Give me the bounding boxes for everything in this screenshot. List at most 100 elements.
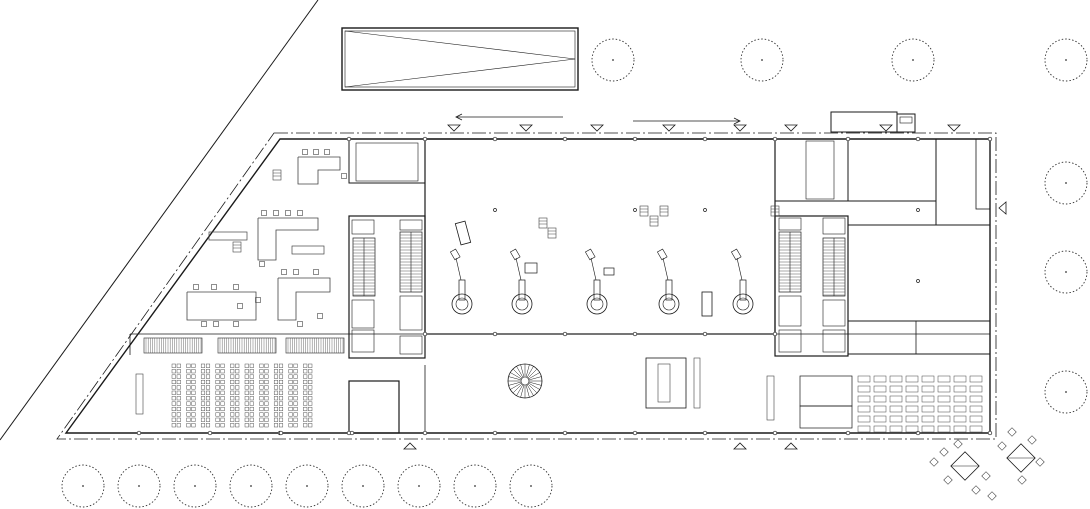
column xyxy=(207,430,213,436)
storage-rack xyxy=(143,337,203,354)
seat xyxy=(264,412,269,417)
seat xyxy=(191,385,196,390)
chair xyxy=(313,269,319,275)
lectern xyxy=(135,373,144,415)
desk-seat xyxy=(873,425,887,433)
seat xyxy=(288,417,293,422)
desk-seat xyxy=(921,415,935,423)
seat xyxy=(244,423,249,428)
column xyxy=(772,331,778,337)
seat xyxy=(303,396,308,401)
seat xyxy=(249,390,254,395)
seat xyxy=(171,406,176,412)
chair xyxy=(324,149,330,155)
seat xyxy=(230,390,235,395)
seat xyxy=(220,390,225,395)
seat xyxy=(191,379,196,385)
stool xyxy=(971,485,981,495)
entrance-marker-icon xyxy=(998,201,1007,215)
entrance-marker-icon xyxy=(784,442,798,450)
picnic-table xyxy=(950,451,980,481)
chair xyxy=(302,149,308,155)
core-room xyxy=(351,299,375,329)
column xyxy=(136,430,142,436)
column xyxy=(633,208,637,212)
production-hall xyxy=(424,138,776,335)
seat xyxy=(215,412,220,417)
seat xyxy=(176,374,181,379)
seat xyxy=(278,379,284,385)
seat xyxy=(215,396,220,401)
seat xyxy=(288,379,293,385)
equipment xyxy=(547,227,557,239)
chair xyxy=(261,210,267,216)
seat xyxy=(293,396,298,401)
desk-seat xyxy=(873,395,887,403)
seat xyxy=(176,406,181,412)
seat xyxy=(186,374,191,379)
entrance-marker-icon xyxy=(590,124,604,132)
seat xyxy=(249,379,254,385)
seat xyxy=(230,374,235,379)
seat xyxy=(171,396,176,401)
seat xyxy=(200,401,206,406)
classroom-table xyxy=(799,375,853,407)
seat xyxy=(273,401,279,406)
column xyxy=(562,136,568,142)
core-room xyxy=(822,329,846,353)
seat xyxy=(259,385,264,390)
seat xyxy=(186,363,191,368)
tree-icon xyxy=(173,464,217,508)
seat xyxy=(176,423,181,428)
seat xyxy=(273,385,279,390)
seat xyxy=(308,363,313,368)
desk-seat xyxy=(873,415,887,423)
stair-flight xyxy=(778,231,802,293)
seat xyxy=(288,396,293,401)
seat xyxy=(264,374,269,379)
chair xyxy=(255,297,261,303)
desk-seat xyxy=(921,385,935,393)
seat xyxy=(171,374,176,379)
column xyxy=(349,430,355,436)
desk-seat xyxy=(953,395,967,403)
seat xyxy=(186,401,191,406)
seat xyxy=(303,412,308,417)
furniture xyxy=(135,149,1045,501)
column xyxy=(772,136,778,142)
stairs xyxy=(351,217,846,355)
classroom-table xyxy=(799,405,853,429)
seat xyxy=(235,385,240,390)
seat xyxy=(171,401,176,406)
core-room xyxy=(399,219,423,231)
seat xyxy=(244,417,249,422)
room-east-main xyxy=(847,224,991,322)
tree-icon xyxy=(1044,370,1088,414)
bench xyxy=(208,231,248,241)
seat xyxy=(171,385,176,390)
column xyxy=(703,208,707,212)
room-east-upper xyxy=(847,138,937,202)
seat xyxy=(215,417,220,422)
desk-seat xyxy=(937,425,951,433)
desk-seat xyxy=(969,415,983,423)
desk-seat xyxy=(873,405,887,413)
seat xyxy=(278,396,284,401)
seat xyxy=(244,385,249,390)
building-envelope xyxy=(56,132,997,440)
stool xyxy=(1007,427,1017,437)
seat xyxy=(171,369,176,374)
seat xyxy=(278,412,284,417)
seat xyxy=(303,423,308,428)
desk-seat xyxy=(857,385,871,393)
desk-seat xyxy=(889,405,903,413)
entrance-marker-icon xyxy=(784,124,798,132)
seat xyxy=(308,417,313,422)
seat xyxy=(176,385,181,390)
desk-seat xyxy=(953,415,967,423)
seat xyxy=(230,417,235,422)
seat xyxy=(244,406,249,412)
equipment xyxy=(232,241,242,253)
column xyxy=(346,136,352,142)
